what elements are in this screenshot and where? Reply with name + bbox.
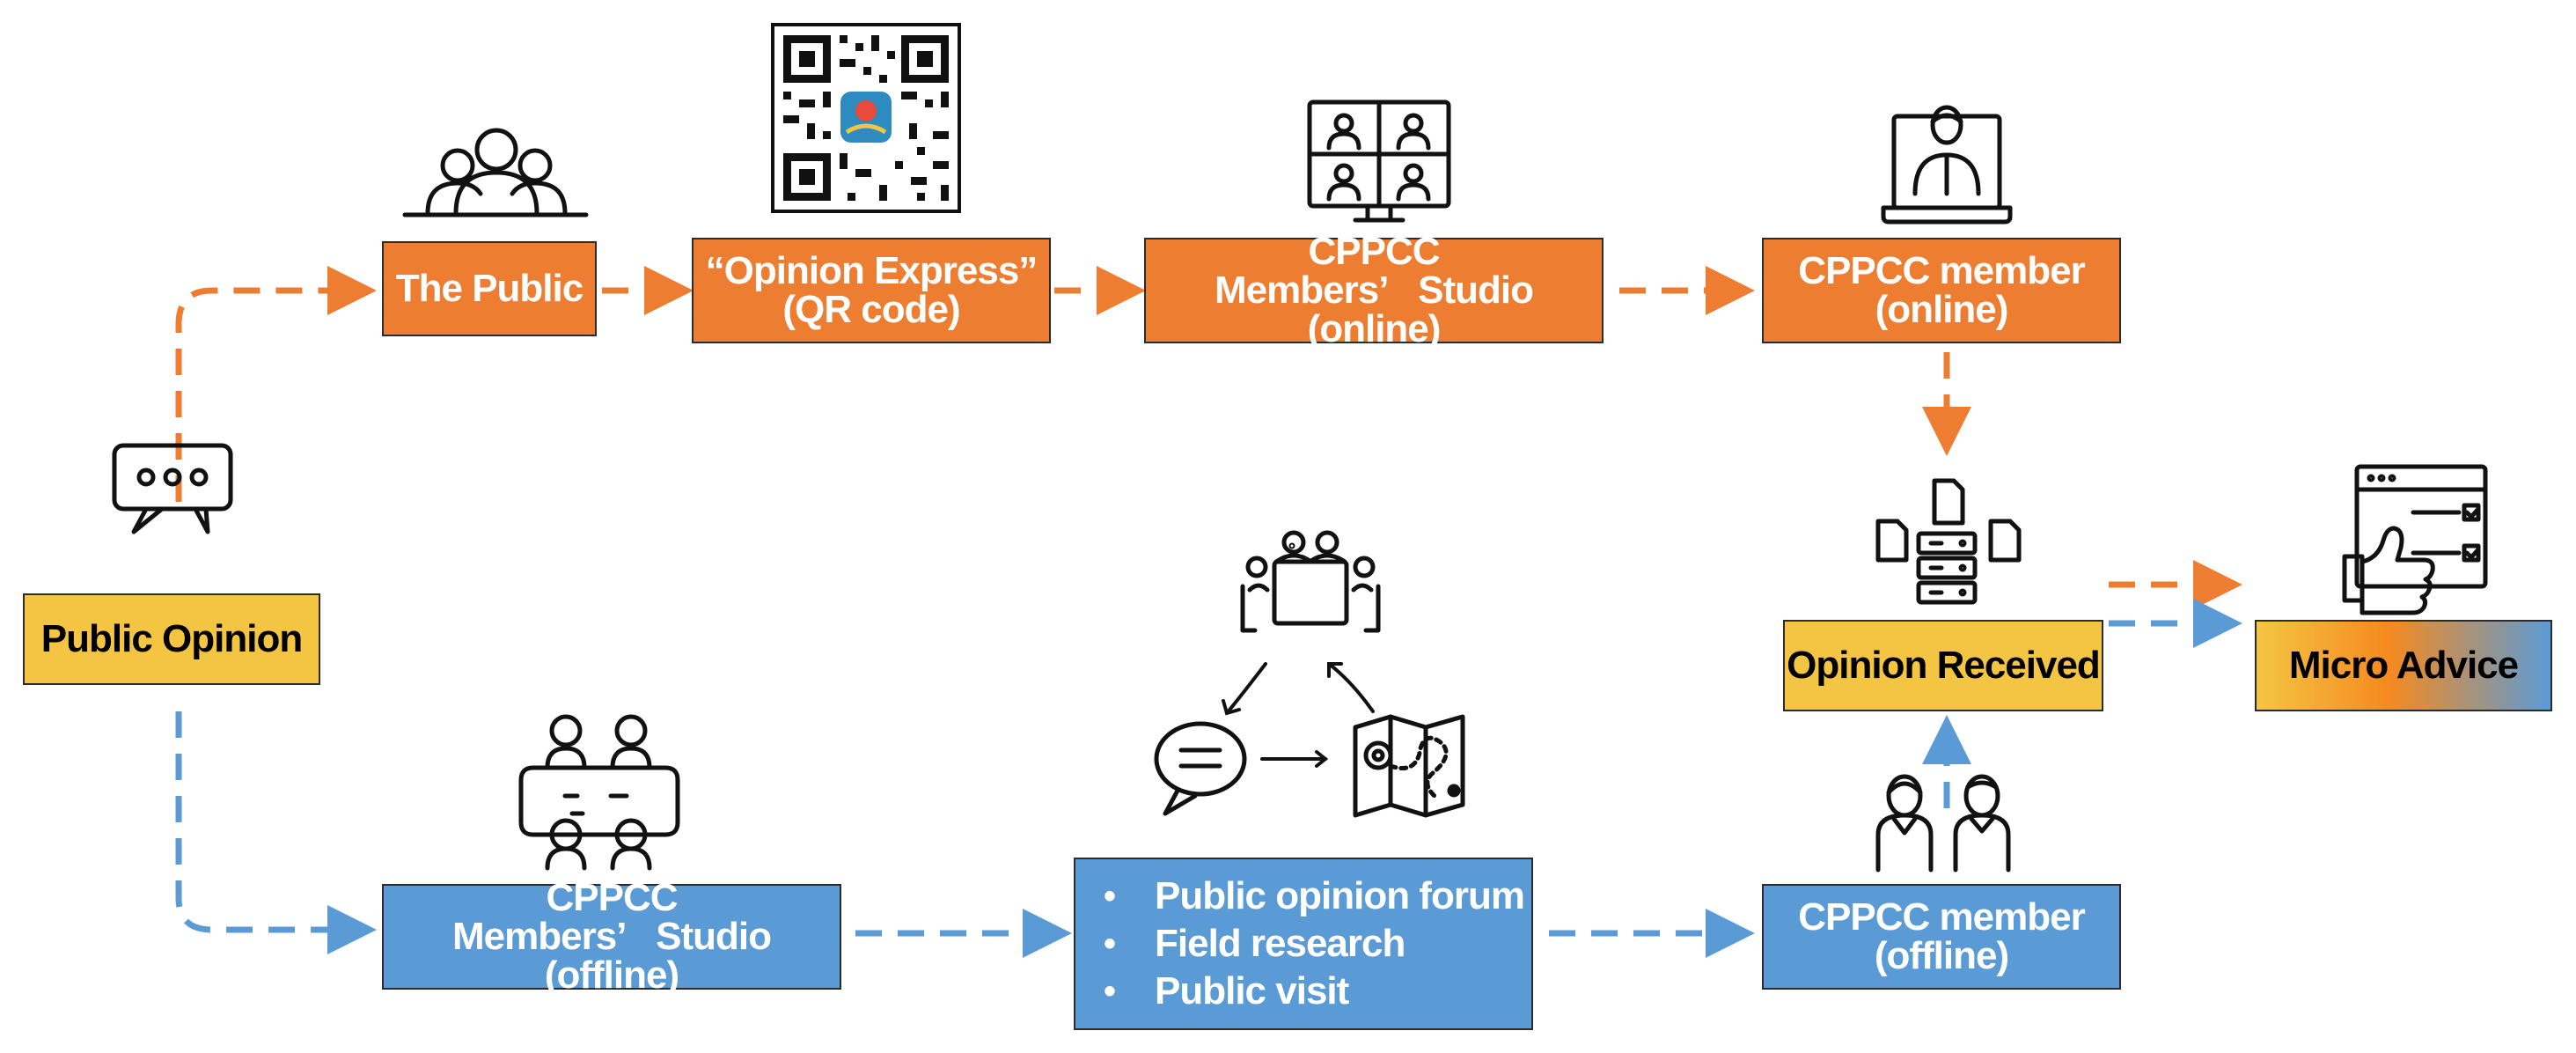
studio-online-sub: (online): [1307, 307, 1442, 350]
checklist-thumbs-up-icon: [2342, 464, 2488, 615]
member-offline-node: CPPCC member (offline): [1762, 884, 2121, 990]
studio-online-node: CPPCC Members’ Studio (online): [1144, 232, 1604, 349]
public-opinion-label: Public Opinion: [40, 617, 303, 660]
map-icon: [1353, 714, 1465, 818]
member-online-sub: (online): [1875, 288, 2009, 331]
opinion-express-title: “Opinion Express”: [705, 249, 1038, 292]
meeting-table-icon: [1240, 530, 1381, 633]
the-public-label: The Public: [395, 267, 583, 310]
qr-code-icon: [771, 23, 961, 213]
micro-advice-label: Micro Advice: [2288, 644, 2519, 687]
member-online-title: CPPCC member: [1798, 249, 2085, 292]
arrow-opinion-to-public: [175, 266, 377, 502]
opinion-received-node: Opinion Received: [1783, 620, 2103, 711]
activity-item: Field research: [1104, 920, 1524, 968]
the-public-node: The Public: [382, 241, 597, 336]
public-opinion-node: Public Opinion: [23, 593, 320, 685]
activity-item: Public visit: [1104, 968, 1524, 1015]
micro-advice-node: Micro Advice: [2255, 620, 2552, 711]
video-call-icon: [1307, 99, 1451, 223]
member-online-node: CPPCC member (online): [1762, 238, 2121, 343]
activity-item: Public opinion forum: [1104, 873, 1525, 920]
studio-online-title: CPPCC Members’ Studio: [1215, 230, 1534, 312]
opinion-express-sub: (QR code): [782, 288, 960, 331]
studio-offline-title: CPPCC Members’ Studio: [452, 876, 772, 958]
activities-list: Public opinion forum Field research Publ…: [1075, 873, 1525, 1015]
documents-server-icon: [1875, 478, 2022, 605]
laptop-person-icon: [1881, 105, 2013, 225]
two-people-icon: [1875, 774, 2011, 873]
member-offline-title: CPPCC member: [1798, 895, 2085, 939]
activities-node: Public opinion forum Field research Publ…: [1074, 858, 1533, 1030]
member-offline-sub: (offline): [1874, 934, 2009, 977]
opinion-received-label: Opinion Received: [1787, 644, 2101, 687]
chat-icon: [1154, 721, 1247, 816]
round-table-icon: [518, 714, 680, 871]
studio-offline-sub: (offline): [544, 954, 679, 997]
arrow-opinion-to-studio-offline: [175, 711, 377, 954]
group-people-icon: [402, 128, 589, 217]
studio-offline-node: CPPCC Members’ Studio (offline): [382, 879, 841, 995]
opinion-express-node: “Opinion Express” (QR code): [692, 238, 1051, 343]
speech-bubble-icon: [112, 443, 233, 534]
